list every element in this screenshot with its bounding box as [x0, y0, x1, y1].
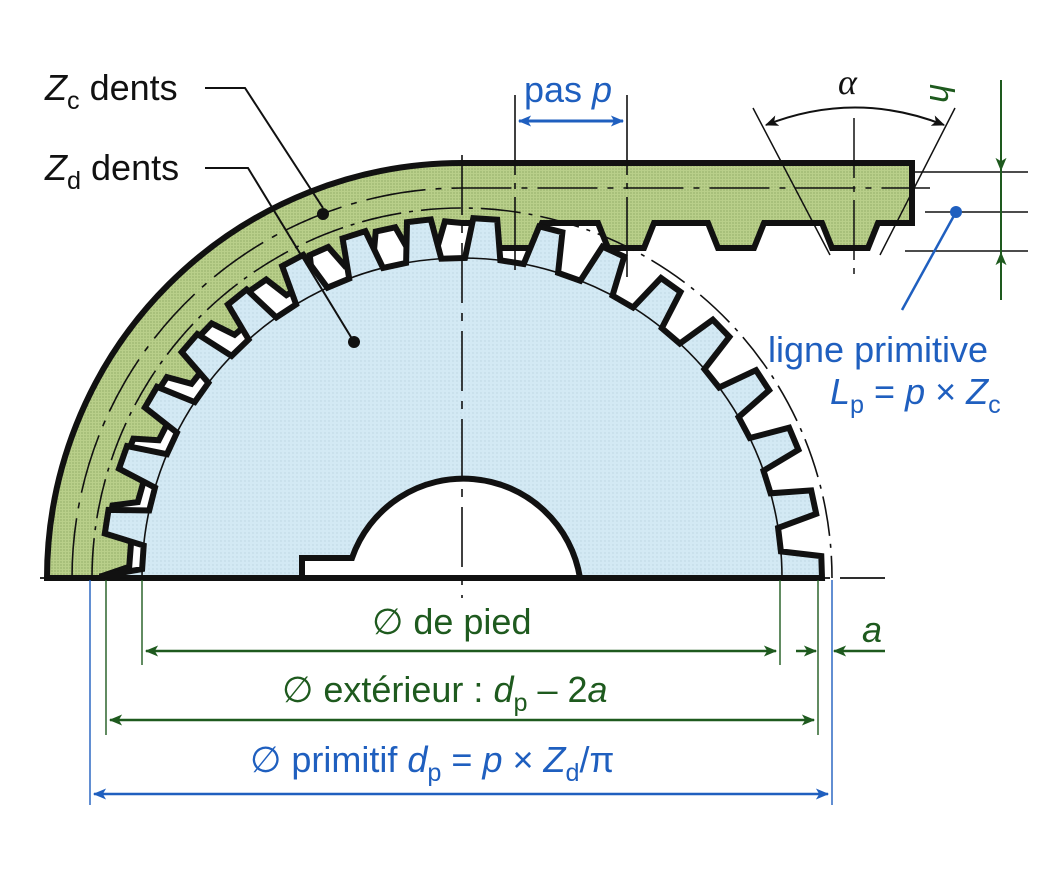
pitch-line-title: ligne primitive — [768, 329, 989, 370]
zd-text: dents — [91, 147, 180, 188]
diameter-icon: ∅ — [282, 669, 314, 710]
a-symbol: a — [587, 669, 608, 710]
pitch-line-formula: Lp = p × Zc — [830, 374, 1001, 418]
minus-two: – 2 — [527, 669, 588, 710]
pitch-diameter-label: ∅ primitif dp = p × Zd/π — [250, 742, 614, 786]
diameter-icon: ∅ — [250, 739, 282, 780]
pitch-diameter-text: primitif — [281, 739, 408, 780]
zc-leader-dot — [317, 208, 329, 220]
zc-leader-line — [205, 87, 324, 209]
a-symbol: a — [862, 609, 883, 650]
d-symbol: d — [407, 739, 428, 780]
alpha-angle-arc — [764, 106, 946, 126]
diameter-icon: ∅ — [372, 601, 404, 642]
pitch-text: pas — [524, 69, 593, 110]
z-subscript: c — [988, 390, 1001, 419]
divide-pi: /π — [579, 739, 615, 780]
equals-sign: = — [864, 371, 906, 412]
tooth-flank-line-left — [752, 107, 831, 256]
pitch-symbol: p — [592, 69, 613, 110]
zd-leader-line — [205, 167, 355, 343]
alpha-label: α — [838, 64, 857, 100]
p-symbol: p — [482, 739, 503, 780]
alpha-symbol: α — [838, 62, 857, 102]
pitch-line-label: ligne primitive — [768, 332, 988, 368]
equals-sign: = — [441, 739, 483, 780]
zd-leader-dot — [348, 336, 360, 348]
z-symbol: Z — [966, 371, 989, 412]
zd-subscript: d — [67, 166, 82, 195]
h-label: h — [922, 84, 960, 103]
pitch-line-leader — [900, 211, 958, 311]
a-label: a — [862, 612, 882, 648]
zc-symbol: Z — [45, 67, 67, 108]
outside-diameter-label: ∅ extérieur : dp – 2a — [282, 672, 608, 716]
zc-subscript: c — [67, 86, 80, 115]
tooth-flank-line-right — [879, 107, 956, 256]
zc-teeth-label: Zc dents — [45, 70, 178, 114]
lp-symbol: L — [830, 371, 851, 412]
zc-text: dents — [89, 67, 178, 108]
d-subscript: p — [513, 688, 528, 717]
zd-teeth-label: Zd dents — [45, 150, 179, 194]
root-diameter-text: de pied — [403, 601, 532, 642]
h-symbol: h — [922, 84, 960, 103]
lp-subscript: p — [850, 390, 865, 419]
d-subscript: p — [427, 758, 442, 787]
z-subscript: d — [565, 758, 580, 787]
times-sign: × — [502, 739, 544, 780]
zd-symbol: Z — [45, 147, 67, 188]
sprocket-bore — [299, 475, 584, 581]
root-diameter-label: ∅ de pied — [372, 604, 531, 640]
p-symbol: p — [905, 371, 926, 412]
sprocket-pulley — [99, 215, 826, 581]
belt-pitch-line — [71, 187, 930, 579]
outside-diameter-text: extérieur : — [313, 669, 494, 710]
pitch-circle-line — [91, 207, 833, 579]
times-sign: × — [925, 371, 967, 412]
pitch-label: pas p — [524, 72, 612, 108]
d-symbol: d — [493, 669, 514, 710]
z-symbol: Z — [543, 739, 566, 780]
